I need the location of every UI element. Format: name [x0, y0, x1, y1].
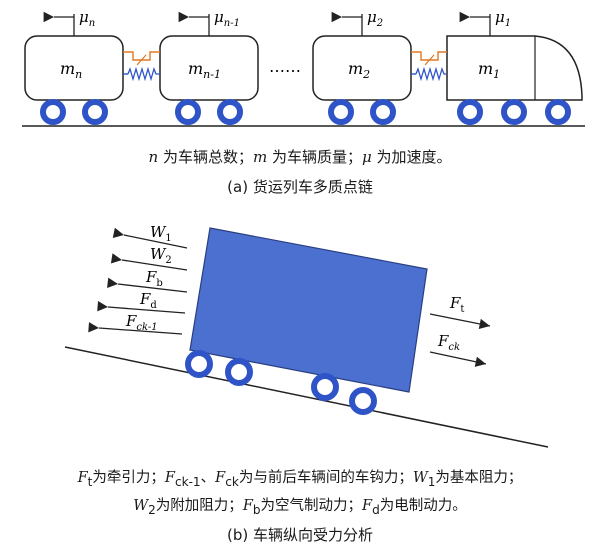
mass-label-1: m1: [478, 59, 500, 81]
coupler-n: [123, 51, 160, 82]
part-b-legend-line2: W2为附加阻力；Fb为空气制动力；Fd为电制动力。: [133, 498, 467, 517]
vehicle-force-diagram: W1 W2 Fb Fd Fck-1 Ft Fck: [64, 223, 549, 448]
force-label-fck1: Fck-1: [125, 312, 158, 333]
accel-label-1: μ1: [495, 8, 511, 29]
part-b-caption: (b) 车辆纵向受力分析: [227, 526, 373, 544]
force-label-fd: Fd: [139, 290, 157, 311]
accel-label-2: μ2: [367, 8, 383, 29]
accel-arrows: [43, 11, 491, 36]
mass-label-2: m2: [348, 59, 370, 81]
accel-label-n1: μn-1: [214, 8, 240, 29]
slope-line: [64, 346, 549, 448]
wheels-b: [185, 350, 377, 415]
left-force-arrows: [88, 227, 188, 335]
cars-ellipsis: ……: [269, 57, 301, 76]
force-label-w1: W1: [150, 223, 172, 244]
mass-label-n1: mn-1: [188, 59, 221, 81]
right-force-arrows: [429, 313, 491, 367]
part-a-legend-note: n 为车辆总数；m 为车辆质量；μ 为加速度。: [148, 148, 452, 166]
mass-label-n: mn: [60, 59, 82, 81]
force-label-ft: Ft: [449, 294, 464, 315]
force-label-fck: Fck: [437, 332, 460, 353]
accel-label-n: μn: [79, 8, 95, 29]
force-label-w2: W2: [150, 245, 172, 266]
vehicle-body: [189, 227, 428, 393]
train-mass-chain-diagram: μn μn-1 μ2 μ1 mn mn-1 m2 m1 ……: [22, 8, 585, 127]
wheels-a: [40, 99, 571, 125]
coupler-1: [411, 51, 447, 82]
part-b-legend-line1: Ft为牵引力；Fck-1、Fck为与前后车辆间的车钩力；W1为基本阻力；: [77, 470, 523, 489]
force-label-fb: Fb: [145, 268, 163, 289]
part-a-caption: (a) 货运列车多质点链: [227, 178, 373, 196]
locomotive-m1-body: [446, 35, 583, 101]
